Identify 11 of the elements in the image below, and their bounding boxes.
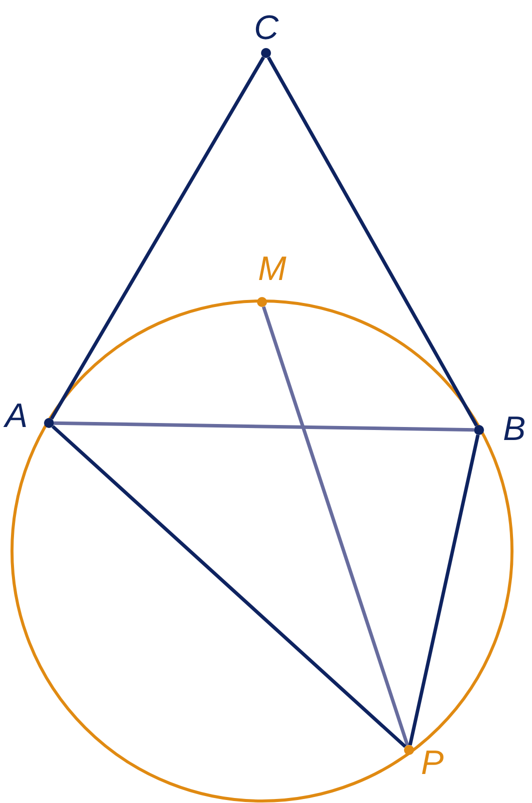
line-segment bbox=[54, 421, 474, 432]
point-label: M bbox=[258, 252, 286, 286]
point-label: P bbox=[421, 746, 444, 780]
line-segment bbox=[408, 434, 480, 746]
line-segment bbox=[262, 306, 410, 746]
line-segment bbox=[266, 56, 478, 426]
point-label: B bbox=[503, 412, 526, 446]
point-label: A bbox=[5, 399, 28, 433]
line-segment bbox=[50, 56, 265, 420]
point-label: C bbox=[254, 11, 279, 45]
line-segment bbox=[52, 425, 406, 748]
